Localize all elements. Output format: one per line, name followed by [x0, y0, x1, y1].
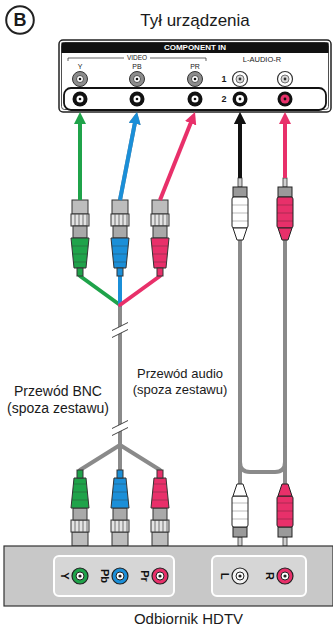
cable-plugs — [277, 484, 293, 546]
cable-plugs — [71, 470, 89, 546]
cable-plugs — [71, 200, 89, 276]
device-panel — [278, 92, 293, 107]
panel-label: COMPONENT IN — [164, 44, 226, 52]
jack-label: Pb — [99, 569, 110, 583]
device-panel — [281, 95, 290, 104]
device-panel — [59, 40, 331, 112]
device-panel — [233, 92, 248, 107]
cable-break — [112, 323, 128, 338]
cable-plugs — [232, 178, 248, 240]
device-panel — [188, 72, 203, 87]
hdtv-receiver — [112, 568, 128, 584]
cable-wires — [80, 445, 160, 470]
hdtv-receiver — [4, 546, 333, 606]
device-panel — [130, 72, 145, 87]
cable-wires — [118, 276, 122, 305]
cable-wires — [240, 448, 285, 472]
cable-break — [112, 421, 128, 436]
cable-break — [112, 326, 128, 334]
panel-label: VIDEO — [127, 55, 147, 62]
cable-break — [112, 424, 128, 432]
node-text: Tył urządzenia — [140, 7, 250, 35]
hdtv-receiver — [54, 556, 174, 596]
jack-label: Y — [59, 572, 70, 579]
cable-label: Przewód audio (spoza zestawu) — [128, 366, 232, 397]
plug-arrows — [238, 121, 242, 178]
jack-label: L — [219, 573, 230, 580]
device-panel — [64, 88, 326, 110]
panel-label: PB — [132, 63, 141, 70]
device-panel — [284, 98, 287, 101]
plug-arrows — [120, 121, 135, 200]
plug-arrows — [80, 120, 285, 200]
node-text: B — [14, 5, 27, 35]
cable-plugs — [111, 470, 129, 546]
device-panel — [62, 43, 329, 110]
device-panel — [236, 95, 244, 103]
device-panel — [278, 72, 293, 87]
device-panel — [281, 75, 289, 83]
cable-wires — [80, 276, 120, 305]
plug-arrows — [78, 121, 82, 200]
jack-label: Pr — [139, 570, 150, 582]
cable-plugs — [232, 484, 248, 546]
cable-plugs — [277, 178, 293, 240]
hdtv-receiver — [152, 568, 168, 584]
device-panel — [236, 75, 244, 83]
cable-label: Przewód BNC (spoza zestawu) — [3, 383, 113, 417]
cable-wires — [120, 276, 160, 305]
device-panel — [73, 72, 88, 87]
panel-label: L-AUDIO-R — [243, 56, 281, 64]
plug-arrows — [283, 121, 287, 178]
hdtv-receiver-box: Odbiornik HDTV — [4, 546, 333, 606]
node-text: Odbiornik HDTV — [134, 610, 243, 628]
panel-label: 1 — [221, 75, 226, 84]
panel-label: Y — [78, 63, 83, 70]
panel-label: PR — [190, 63, 200, 70]
device-panel — [239, 78, 242, 81]
device-panel — [59, 40, 331, 112]
device-panel — [62, 43, 329, 54]
device-panel — [188, 92, 203, 107]
cable-plugs — [151, 470, 169, 546]
hdtv-receiver — [4, 546, 333, 606]
cable-break — [112, 323, 128, 436]
device-panel — [239, 98, 242, 101]
cable-plugs — [151, 200, 169, 276]
panel-label: 2 — [221, 95, 226, 104]
section-badge: B — [5, 5, 35, 35]
cable-wires — [80, 240, 285, 484]
hdtv-receiver — [72, 568, 88, 584]
hdtv-receiver — [277, 568, 293, 584]
device-panel — [284, 78, 287, 81]
device-panel — [233, 72, 248, 87]
hdtv-receiver — [232, 568, 248, 584]
cable-plugs — [111, 200, 129, 276]
device-panel — [130, 92, 145, 107]
plug-arrows — [160, 120, 192, 200]
jack-label: R — [264, 572, 275, 580]
cable-plugs — [71, 178, 293, 546]
hdtv-receiver — [212, 556, 306, 596]
device-panel — [73, 92, 88, 107]
